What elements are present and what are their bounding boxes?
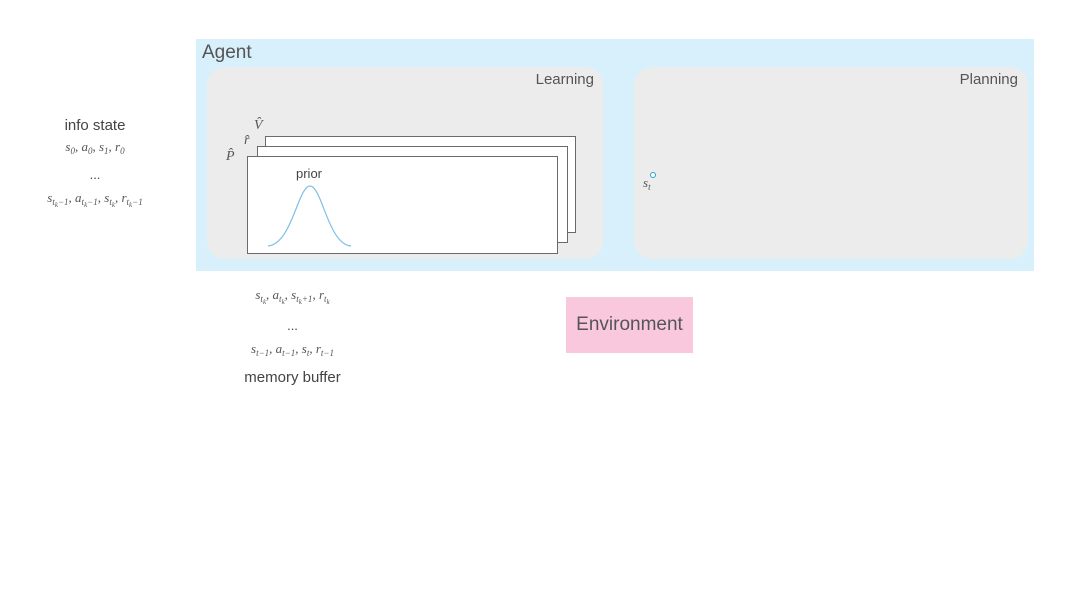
prior-label: prior [296,166,323,181]
info-state-ellipsis: ... [89,167,101,182]
memory-buffer: stk, atk, stk+1, rtk ... st−1, at−1, st,… [200,283,385,386]
planning-title: Planning [959,71,1018,88]
info-state-title: info state [64,117,126,134]
reward-estimate-label: r̂ [244,133,250,148]
current-state-label: st [643,175,651,192]
value-estimate-label: V̂ [254,118,263,133]
memory-buffer-title: memory buffer [244,369,341,386]
agent-title: Agent [202,42,252,63]
info-state: info state s0, a0, s1, r0 ... stk−1, atk… [20,117,170,217]
info-state-first-line: s0, a0, s1, r0 [65,139,125,156]
prior-distribution-curve [267,185,352,247]
planning-panel [634,67,1028,259]
memory-buffer-first-line: stk, atk, stk+1, rtk [255,287,330,306]
current-state-marker [650,172,656,178]
memory-buffer-ellipsis: ... [287,318,298,333]
learning-title: Learning [535,71,594,88]
memory-buffer-last-line: st−1, at−1, st, rt−1 [251,341,334,358]
environment-box: Environment [566,297,693,353]
transition-estimate-label: P̂ [226,149,235,164]
info-state-last-line: stk−1, atk−1, stk, rtk−1 [47,190,143,209]
transition-estimate-card [247,156,558,254]
